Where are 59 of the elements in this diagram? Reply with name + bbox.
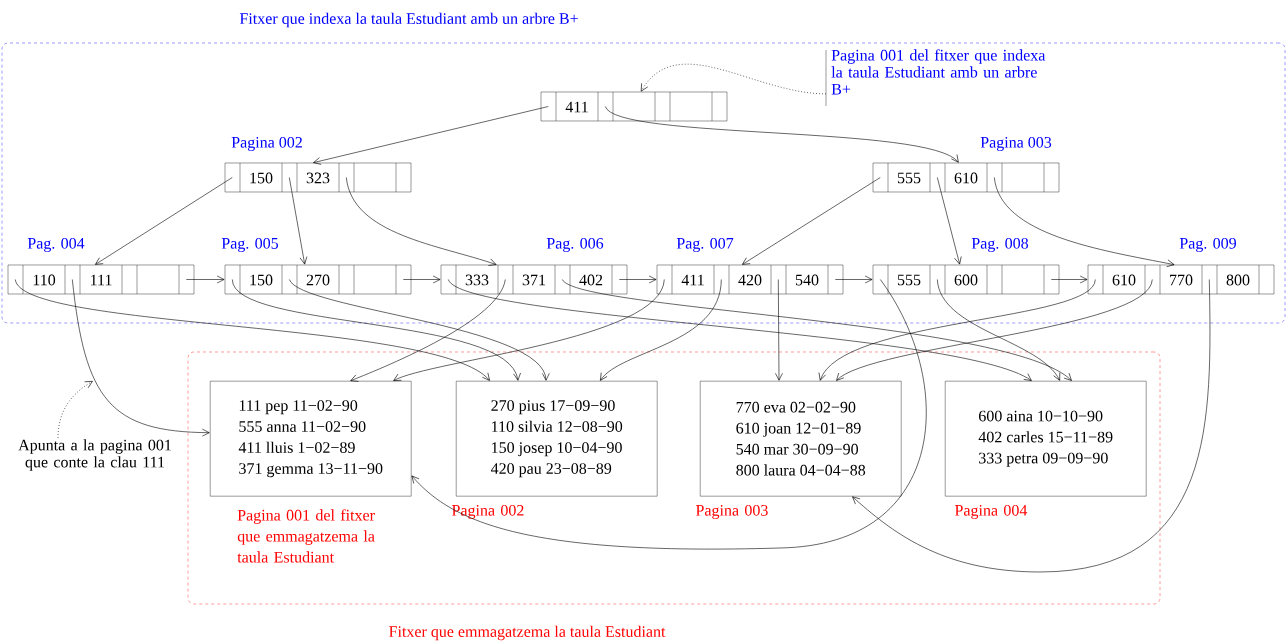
index-page: 333 371 402 — [440, 264, 628, 295]
index-page: 555 600 — [872, 264, 1060, 295]
data-page: 111 pep 11−02−90 555 anna 11−02−90 411 lluis 1−02−89 371 gemma 13−11−90 — [210, 381, 412, 497]
note-text: Apunta a la pagina 001 que conte la clau 111 — [18, 439, 171, 471]
page-label: Pag. 006 — [546, 237, 604, 253]
pointer-arrow — [232, 279, 521, 381]
index-page: 110 111 — [7, 264, 195, 295]
pointer-arrow — [393, 279, 665, 381]
page-label: Pagina 003 — [980, 136, 1052, 152]
pointer-arrow — [411, 279, 927, 550]
index-page: 555 610 — [872, 162, 1060, 193]
pointer-arrow — [313, 106, 549, 165]
page-label: Pag. 004 — [27, 237, 85, 253]
pointer-arrow — [775, 279, 783, 381]
pointer-arrow — [95, 177, 233, 265]
index-page: 610 770 800 — [1087, 264, 1275, 295]
index-page: 411 420 540 — [656, 264, 844, 295]
page-label: Pag. 009 — [1179, 237, 1236, 253]
leader-arrow — [57, 381, 93, 439]
page-label: Pag. 008 — [971, 237, 1029, 253]
frame-title: Fitxer que emmagatzema la taula Estudiant — [389, 625, 666, 641]
page-label: Pag. 007 — [676, 237, 734, 253]
pointer-arrow — [600, 279, 722, 381]
pointer-arrow — [72, 279, 210, 437]
note-text: Pagina 001 del fitxer que indexa la taula Estudiant amb un arbre B+ — [831, 49, 1046, 95]
pointer-arrow — [346, 177, 497, 266]
pointer-arrow — [15, 279, 490, 381]
pointer-arrow — [836, 279, 1153, 381]
pointer-arrow — [994, 177, 1175, 268]
pointer-arrow — [742, 177, 881, 265]
data-page: 600 aina 10−10−90 402 carles 15−11−89 333 petra 09−09−90 — [945, 381, 1147, 497]
pointer-arrow — [852, 279, 1211, 573]
page-label: Pagina 001 del fitxer que emmagatzema la taula Estudiant — [237, 509, 375, 563]
pointer-arrow — [403, 275, 441, 284]
pointer-arrow — [835, 275, 873, 284]
pointer-arrow — [937, 177, 962, 265]
leader-arrow — [640, 63, 827, 95]
data-page: 270 pius 17−09−90 110 silvia 12−08−90 150 josep 10−04−90 420 pau 23−08−89 — [456, 381, 658, 497]
pointer-arrow — [350, 279, 506, 382]
pointer-arrow — [289, 279, 550, 381]
pointer-arrow — [1051, 275, 1088, 284]
page-label: Pagina 002 — [231, 136, 302, 152]
page-label: Pagina 003 — [695, 504, 768, 520]
pointer-arrow — [562, 279, 1072, 381]
page-label: Pagina 002 — [451, 504, 524, 520]
pointer-arrow — [619, 275, 657, 284]
pointer-arrow — [289, 177, 308, 265]
data-page: 770 eva 02−02−90 610 joan 12−01−89 540 mar 30−09−90 800 laura 04−04−88 — [700, 381, 902, 497]
index-page: 411 — [540, 91, 728, 122]
pointer-arrow — [186, 275, 225, 284]
index-page: 150 270 — [224, 264, 412, 295]
pointer-arrow — [605, 106, 959, 163]
page-label: Pagina 004 — [954, 504, 1028, 520]
pointer-arrow — [448, 279, 1032, 381]
page-label: Pag. 005 — [221, 237, 279, 253]
pointer-arrow — [818, 279, 1096, 381]
index-page: 150 323 — [224, 162, 412, 193]
frame-title: Fitxer que indexa la taula Estudiant amb un arbre B+ — [239, 12, 578, 28]
pointer-arrow — [937, 279, 1061, 381]
